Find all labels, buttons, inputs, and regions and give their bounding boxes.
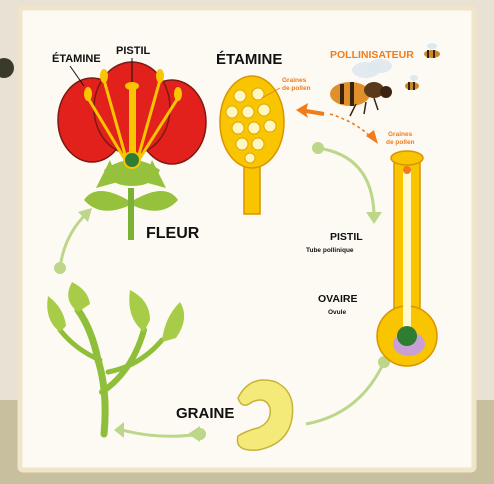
ovule	[397, 326, 417, 346]
label-etamine-flower: ÉTAMINE	[52, 52, 101, 65]
pollen-tube	[403, 170, 411, 336]
label-fleur: FLEUR	[146, 225, 200, 242]
flower-ovary	[124, 152, 140, 168]
label-graine: GRAINE	[176, 405, 234, 422]
label-pollinisateur: POLLINISATEUR	[330, 49, 414, 61]
pistil-stigma	[125, 82, 139, 90]
label-etamine-title: ÉTAMINE	[216, 51, 282, 68]
label-pollen-anther-2: de pollen	[282, 85, 311, 92]
label-pollen-pistil-1: Graines	[388, 131, 413, 138]
flower-pistil	[129, 88, 136, 154]
pollen-grain-on-pistil	[403, 166, 411, 174]
anther-filament	[244, 166, 260, 214]
label-pistil-flower: PISTIL	[116, 45, 151, 57]
label-pollen-pistil-2: de pollen	[386, 139, 415, 146]
label-ovule: Ovule	[328, 309, 346, 316]
label-ovaire: OVAIRE	[318, 293, 357, 305]
flower-stem	[128, 188, 134, 240]
label-tube-pollinique: Tube pollinique	[306, 247, 354, 254]
label-pollen-anther-1: Graines	[282, 77, 307, 84]
pistil-top	[391, 151, 423, 165]
label-pistil-title: PISTIL	[330, 231, 363, 243]
